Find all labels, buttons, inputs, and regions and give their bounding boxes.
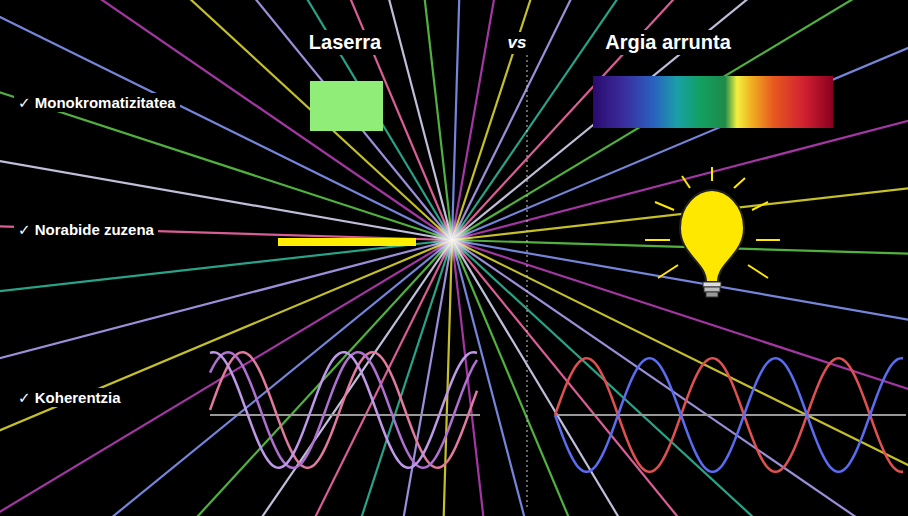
laser-ray (452, 0, 908, 240)
light-wave (210, 352, 477, 468)
laser-ray (452, 240, 908, 516)
laser-beam (278, 238, 416, 246)
column-heading: Argia arrunta (601, 30, 735, 55)
laser-ray (0, 0, 452, 240)
laser-ray (452, 0, 908, 240)
laser-ray (0, 0, 452, 240)
laser-ray (98, 240, 452, 516)
laser-ray (0, 240, 452, 516)
laser-ray (452, 240, 908, 516)
laser-ray (0, 240, 452, 442)
property-label: ✓ Monokromatizitatea (14, 93, 180, 112)
laser-ray (452, 0, 908, 240)
laser-ray (452, 0, 590, 240)
wave-axis (555, 414, 906, 416)
light-bulb (645, 167, 780, 297)
green-swatch (310, 81, 383, 131)
laser-ray (452, 0, 905, 240)
laser-ray (452, 240, 542, 516)
light-wave (210, 352, 477, 468)
spectrum-bar (593, 76, 833, 128)
laser-ray (452, 38, 908, 240)
property-label: ✓ Koherentzia (14, 388, 125, 407)
laser-ray (452, 240, 908, 516)
divider-line (527, 40, 528, 508)
light-wave (210, 352, 477, 468)
laser-ray (0, 240, 452, 516)
laser-ray (0, 240, 452, 330)
laser-ray (452, 240, 654, 516)
laser-ray (40, 0, 452, 240)
waves (210, 352, 903, 472)
center-glow (430, 218, 474, 262)
laser-ray (452, 0, 908, 240)
laser-ray (452, 240, 908, 516)
versus-label: vs (504, 32, 531, 54)
laser-ray (0, 0, 452, 240)
column-heading: Laserra (305, 30, 385, 55)
laser-ray (0, 0, 452, 240)
laser-ray (452, 240, 908, 378)
laser-ray (142, 0, 452, 240)
light-wave (555, 358, 903, 472)
laser-ray (0, 0, 452, 240)
light-wave (555, 358, 903, 472)
property-label: ✓ Norabide zuzena (14, 220, 158, 239)
laser-ray (0, 102, 452, 240)
laser-ray (250, 0, 452, 240)
